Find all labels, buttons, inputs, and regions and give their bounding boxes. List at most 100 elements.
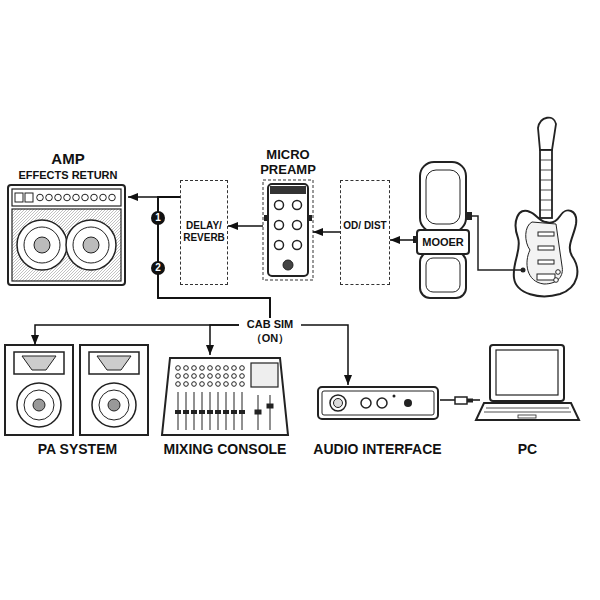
interface-knob	[377, 398, 387, 408]
guitar-bridge	[537, 274, 555, 280]
guitar-knob	[554, 278, 559, 283]
interface-panel	[322, 391, 434, 415]
mixer-body	[162, 358, 288, 435]
node-title: MIXING CONSOLE	[145, 441, 305, 458]
laptop-display	[496, 350, 558, 395]
preamp-top-band	[270, 186, 306, 194]
signal-connector	[313, 231, 340, 233]
guitar-pickup	[538, 260, 554, 264]
interface-knob	[361, 398, 371, 408]
node-title: DELAY/ REVERB	[181, 220, 227, 244]
node-title: AUDIO INTERFACE	[300, 441, 455, 458]
preamp-outline	[263, 180, 313, 280]
node-title: AMP	[0, 150, 140, 168]
callout-number: 2	[151, 261, 165, 275]
pedal-base	[420, 252, 466, 298]
usb-plug	[455, 397, 467, 404]
amp-speakers	[17, 220, 116, 270]
guitar-headstock	[538, 118, 556, 150]
amp-switch	[25, 193, 33, 202]
pedal-jack	[466, 212, 472, 220]
mixer-channel	[231, 366, 237, 430]
xlr-input	[330, 395, 346, 411]
signal-connector	[228, 225, 263, 227]
mixer-channel	[191, 366, 197, 430]
preamp-body	[268, 184, 308, 276]
node-title: PC	[480, 441, 575, 458]
laptop-screen	[490, 345, 564, 401]
guitar-cable	[472, 216, 521, 270]
interface-led	[393, 395, 396, 398]
signal-connector	[390, 239, 415, 241]
amp-knobs	[37, 194, 116, 201]
mixer-channel	[183, 366, 189, 430]
mixer-illustration	[162, 358, 288, 435]
guitar-pickup	[538, 232, 554, 236]
amp-cabinet	[8, 185, 125, 285]
mixer-channel	[199, 366, 205, 430]
interface-jack	[404, 399, 412, 407]
guitar-illustration	[514, 118, 578, 297]
pedal-jack	[413, 236, 417, 243]
amp-panel	[12, 189, 121, 206]
preamp-jack	[264, 215, 268, 221]
preamp-jack	[308, 215, 312, 221]
guitar-frets	[540, 160, 552, 210]
interface-node: AUDIO INTERFACE	[315, 385, 440, 460]
mixer-channel	[239, 366, 245, 430]
signal-connector	[35, 197, 270, 345]
mixer-node: MIXING CONSOLE	[160, 355, 290, 460]
xlr-input	[334, 399, 343, 408]
preamp-illustration	[263, 180, 313, 280]
mixer-master-faders	[255, 395, 273, 430]
pc-node: PC	[480, 345, 575, 460]
guitar-pickguard	[526, 222, 563, 284]
node-title: PA SYSTEM	[0, 441, 155, 458]
preamp-footswitch	[283, 260, 293, 270]
node-title: OD/ DIST	[341, 220, 389, 232]
effect-box: OD/ DIST	[340, 180, 390, 285]
mixer-channel	[215, 366, 221, 430]
node-title: MICRO PREAMP	[248, 147, 328, 178]
guitar-pickup	[538, 246, 554, 250]
mixer-channel	[207, 366, 213, 430]
guitar-jack	[521, 268, 526, 273]
node-title: MOOER	[415, 236, 471, 249]
pedal-rocker	[420, 162, 466, 232]
signal-connector	[440, 399, 480, 401]
preamp-knobs	[275, 201, 302, 250]
amp-grille	[12, 209, 121, 281]
pa-node: PA SYSTEM	[5, 345, 150, 460]
mixer-screen	[251, 363, 278, 387]
signal-connector	[128, 196, 180, 198]
amp-node: AMPEFFECTS RETURN	[8, 150, 128, 286]
usb-plug-tip	[467, 399, 473, 403]
laptop-keyboard	[484, 408, 571, 418]
pa-illustration	[5, 345, 148, 435]
signal-label: CAB SIM （ON）	[239, 318, 301, 346]
pa-speaker	[80, 345, 148, 435]
effect-box: DELAY/ REVERB	[180, 180, 228, 285]
pedal-base-inner	[426, 258, 460, 292]
interface-body	[318, 387, 438, 419]
amp-switch	[15, 193, 23, 202]
mixer-channel	[175, 366, 181, 430]
guitar-knob	[556, 270, 561, 275]
switcher-pedal-illustration	[413, 162, 472, 298]
pc-illustration	[476, 345, 579, 420]
amp-illustration	[8, 185, 125, 285]
pedal-rocker-inner	[426, 170, 460, 224]
callout-number: 1	[151, 211, 165, 225]
pa-speaker	[5, 345, 73, 435]
interface-illustration	[318, 387, 438, 419]
preamp-node: MICRO PREAMP	[263, 147, 313, 280]
node-subtitle: EFFECTS RETURN	[0, 169, 140, 182]
guitar-body	[514, 210, 578, 296]
laptop-base	[476, 403, 579, 420]
signal-connector	[158, 197, 348, 385]
